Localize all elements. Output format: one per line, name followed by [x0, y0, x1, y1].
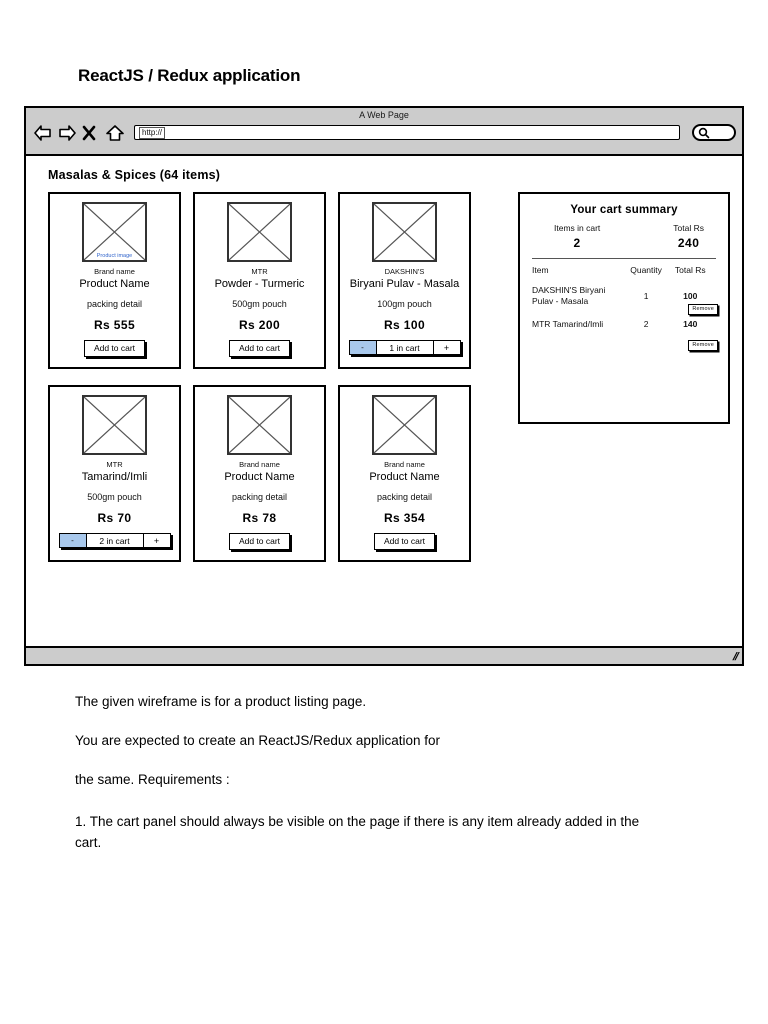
cart-col-item: Item — [532, 265, 549, 275]
product-brand: MTR — [106, 460, 123, 469]
cart-col-total: Total Rs — [674, 265, 706, 275]
product-card[interactable]: MTR Powder - Turmeric 500gm pouch Rs 200… — [193, 192, 326, 369]
product-image-placeholder: Product image — [82, 202, 147, 262]
product-name: Product Name — [79, 278, 150, 290]
product-packing: packing detail — [86, 299, 143, 309]
cart-divider — [532, 258, 716, 259]
cart-summary-title: Your cart summary — [570, 204, 678, 216]
quantity-stepper[interactable]: - 2 in cart + — [58, 533, 171, 548]
address-bar-value: http:// — [139, 126, 166, 139]
product-brand: Brand name — [384, 460, 425, 469]
product-card[interactable]: DAKSHIN'S Biryani Pulav - Masala 100gm p… — [338, 192, 471, 369]
add-to-cart-button[interactable]: Add to cart — [228, 533, 291, 550]
product-price: Rs 70 — [97, 511, 132, 525]
instructions-line-3: the same. Requirements : — [75, 772, 230, 787]
instructions-line-1: The given wireframe is for a product lis… — [75, 694, 367, 709]
add-to-cart-button[interactable]: Add to cart — [228, 340, 291, 357]
remove-item-button[interactable]: Remove — [688, 340, 718, 351]
browser-viewport: Masalas & Spices (64 items) Product imag… — [26, 156, 742, 648]
home-icon[interactable] — [106, 124, 124, 141]
cart-totals: Items in cart 2 Total Rs 240 — [532, 222, 716, 252]
magnifier-icon — [698, 127, 710, 138]
increment-button[interactable]: + — [432, 341, 460, 354]
product-brand: Brand name — [239, 460, 280, 469]
decrement-button[interactable]: - — [349, 341, 377, 354]
product-image-placeholder — [82, 395, 147, 455]
total-rs-label: Total Rs — [673, 223, 704, 233]
product-packing: packing detail — [376, 492, 433, 502]
section-title: Masalas & Spices (64 items) — [48, 168, 221, 182]
resize-grip-icon[interactable]: // — [731, 651, 740, 663]
product-name: Tamarind/Imli — [81, 471, 148, 483]
browser-search-box[interactable] — [692, 124, 736, 141]
product-price: Rs 555 — [93, 318, 136, 332]
instructions-line-2: You are expected to create an ReactJS/Re… — [75, 733, 440, 748]
in-cart-count: 2 in cart — [99, 535, 130, 546]
product-name: Powder - Turmeric — [214, 278, 305, 290]
product-price: Rs 78 — [242, 511, 277, 525]
cart-row-item: DAKSHIN'S Biryani Pulav - Masala — [532, 285, 606, 306]
cart-row-total: 140 — [683, 319, 698, 329]
stop-x-icon[interactable] — [82, 125, 100, 141]
product-card[interactable]: Product image Brand name Product Name pa… — [48, 192, 181, 369]
items-in-cart-block: Items in cart 2 — [554, 222, 600, 252]
product-card[interactable]: Brand name Product Name packing detail R… — [193, 385, 326, 562]
address-bar[interactable]: http:// — [134, 125, 680, 140]
cart-col-quantity: Quantity — [630, 265, 662, 275]
product-price: Rs 200 — [238, 318, 281, 332]
product-image-placeholder — [227, 202, 292, 262]
product-name: Biryani Pulav - Masala — [349, 278, 460, 290]
cart-row-item: MTR Tamarind/Imli — [532, 319, 604, 329]
add-to-cart-button[interactable]: Add to cart — [373, 533, 436, 550]
instructions-text: The given wireframe is for a product lis… — [75, 694, 655, 853]
remove-item-button[interactable]: Remove — [688, 304, 718, 315]
product-brand: Brand name — [94, 267, 135, 276]
back-arrow-icon[interactable] — [34, 124, 52, 141]
product-packing: packing detail — [231, 492, 288, 502]
add-to-cart-button[interactable]: Add to cart — [83, 340, 146, 357]
page-title: ReactJS / Redux application — [78, 66, 301, 85]
forward-arrow-icon[interactable] — [58, 124, 76, 141]
cart-row: DAKSHIN'S Biryani Pulav - Masala 1 100 — [532, 285, 716, 319]
browser-toolbar: http:// — [34, 124, 736, 141]
product-packing: 500gm pouch — [232, 299, 287, 309]
product-card[interactable]: MTR Tamarind/Imli 500gm pouch Rs 70 - 2 … — [48, 385, 181, 562]
product-brand: DAKSHIN'S — [384, 267, 425, 276]
product-name: Product Name — [369, 471, 440, 483]
cart-items-table: Item Quantity Total Rs DAKSHIN'S Biryani… — [532, 265, 716, 342]
product-image-placeholder — [372, 202, 437, 262]
cart-summary-panel: Your cart summary Items in cart 2 Total … — [518, 192, 730, 424]
product-brand: MTR — [251, 267, 268, 276]
browser-window-title: A Web Page — [359, 110, 409, 120]
items-in-cart-label: Items in cart — [554, 223, 601, 233]
items-in-cart-value: 2 — [573, 236, 581, 250]
product-image-placeholder — [372, 395, 437, 455]
in-cart-count: 1 in cart — [389, 342, 420, 353]
product-name: Product Name — [224, 471, 295, 483]
browser-chrome: A Web Page http:// — [26, 108, 742, 156]
total-rs-block: Total Rs 240 — [673, 222, 704, 252]
product-packing: 500gm pouch — [87, 492, 142, 502]
decrement-button[interactable]: - — [59, 534, 87, 547]
cart-row-quantity: 1 — [643, 290, 649, 301]
product-image-label: Product image — [96, 253, 133, 259]
product-card[interactable]: Brand name Product Name packing detail R… — [338, 385, 471, 562]
cart-row-total: 100 — [683, 290, 698, 301]
product-packing: 100gm pouch — [377, 299, 432, 309]
increment-button[interactable]: + — [142, 534, 170, 547]
cart-table-header-row: Item Quantity Total Rs — [532, 265, 716, 285]
cart-row: MTR Tamarind/Imli 2 140 — [532, 319, 716, 342]
quantity-stepper[interactable]: - 1 in cart + — [348, 340, 461, 355]
browser-window-wireframe: A Web Page http:// Masalas & Spi — [24, 106, 744, 666]
browser-status-bar: // — [26, 648, 742, 664]
product-price: Rs 354 — [383, 511, 426, 525]
product-image-placeholder — [227, 395, 292, 455]
product-grid: Product image Brand name Product Name pa… — [48, 192, 498, 562]
product-price: Rs 100 — [383, 318, 426, 332]
cart-row-quantity: 2 — [643, 319, 649, 329]
total-rs-value: 240 — [677, 236, 700, 250]
instructions-requirement-1: 1. The cart panel should always be visib… — [75, 814, 640, 850]
